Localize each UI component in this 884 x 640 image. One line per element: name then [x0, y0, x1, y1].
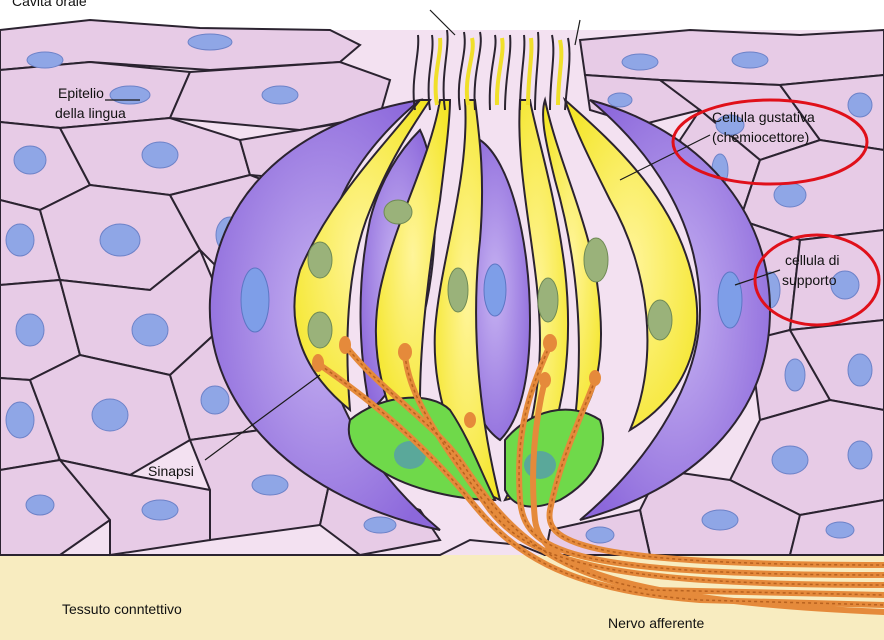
- label-epitelio-2: della lingua: [55, 105, 126, 121]
- label-cellula-supporto-1: cellula di: [785, 252, 839, 268]
- label-nervo-afferente: Nervo afferente: [608, 615, 704, 631]
- connective-tissue-region: [0, 555, 884, 640]
- label-oral-cavity: Cavità orale: [12, 0, 87, 9]
- label-cellula-gustativa-1: Cellula gustativa: [712, 109, 815, 125]
- label-cellula-supporto-2: supporto: [782, 272, 837, 288]
- label-cellula-gustativa-2: (chemiocettore): [712, 129, 809, 145]
- label-epitelio-1: Epitelio: [58, 85, 104, 101]
- label-sinapsi: Sinapsi: [148, 463, 194, 479]
- label-tessuto-connettivo: Tessuto conntettivo: [62, 601, 182, 617]
